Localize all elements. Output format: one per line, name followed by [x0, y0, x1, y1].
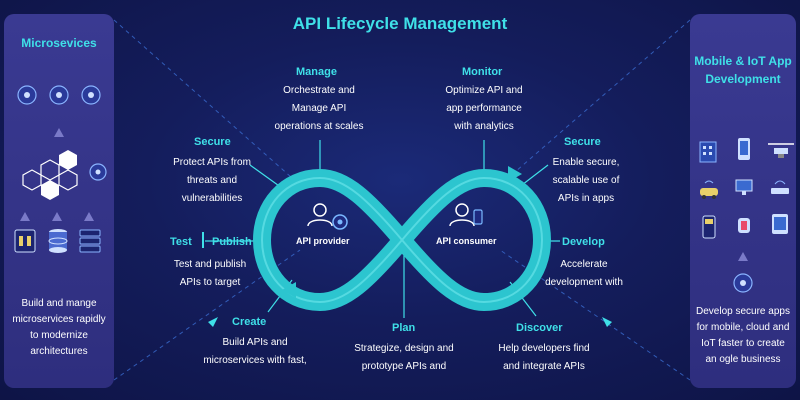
dashed-guide-line — [499, 249, 691, 381]
divider — [202, 232, 204, 248]
stage-secure-left-label: Secure — [194, 136, 231, 148]
microservices-panel — [4, 14, 114, 388]
microservice-node-icon — [17, 85, 37, 105]
stage-publish-label: Publish — [212, 236, 252, 248]
hexagon-cluster-icon — [22, 150, 78, 200]
smart-building-icon — [699, 141, 717, 163]
stage-secure-right-label: Secure — [564, 136, 601, 148]
dashed-guide-line — [499, 19, 691, 186]
microservices-description: Build and mange microservices rapidly to… — [12, 298, 106, 357]
api-consumer-label: API consumer — [436, 236, 497, 246]
smartwatch-icon — [738, 218, 750, 233]
microservices-title: Microsevices — [21, 36, 97, 50]
drone-icon — [768, 143, 794, 158]
microservice-node-icon — [81, 85, 101, 105]
stage-manage-label: Manage — [296, 66, 337, 78]
infinity-loop — [253, 166, 551, 311]
stage-plan-label: Plan — [392, 322, 416, 334]
triangle-up-icon — [738, 252, 748, 261]
user-icon — [449, 203, 475, 227]
microservice-node-icon — [89, 163, 107, 181]
user-icon — [307, 203, 333, 227]
pos-terminal-icon — [702, 215, 716, 239]
smartphone-icon — [473, 209, 483, 225]
dashed-guide-line — [113, 19, 301, 186]
server-rack-icon — [14, 229, 36, 253]
triangle-up-icon — [54, 128, 64, 137]
stage-test-label: Test — [170, 236, 192, 248]
network-rack-icon — [79, 229, 101, 253]
database-icon — [48, 229, 68, 253]
router-icon — [771, 180, 789, 194]
mobile-iot-panel — [690, 14, 796, 388]
triangle-up-icon — [84, 212, 94, 221]
page-title: API Lifecycle Management — [292, 14, 508, 33]
car-icon — [700, 180, 718, 199]
stage-discover-label: Discover — [516, 322, 563, 334]
dashed-guide-line — [113, 249, 301, 381]
stage-develop-label: Develop — [562, 236, 605, 248]
gear-icon — [332, 214, 348, 230]
api-provider-label: API provider — [296, 236, 350, 246]
tablet-icon — [772, 214, 788, 234]
triangle-up-icon — [52, 212, 62, 221]
mobile-iot-title: Mobile & IoT App Development — [694, 54, 792, 86]
connector-line — [249, 164, 283, 189]
stage-create-label: Create — [232, 316, 267, 328]
desktop-icon — [735, 179, 753, 195]
mobile-iot-description: Develop secure apps for mobile, cloud an… — [696, 306, 790, 365]
triangle-up-icon — [20, 212, 30, 221]
stage-monitor-label: Monitor — [462, 66, 503, 78]
arrow-icon — [208, 317, 218, 327]
microservice-node-icon — [49, 85, 69, 105]
iot-node-icon — [733, 273, 753, 293]
smartphone-icon — [738, 138, 750, 160]
arrow-icon — [602, 317, 612, 327]
